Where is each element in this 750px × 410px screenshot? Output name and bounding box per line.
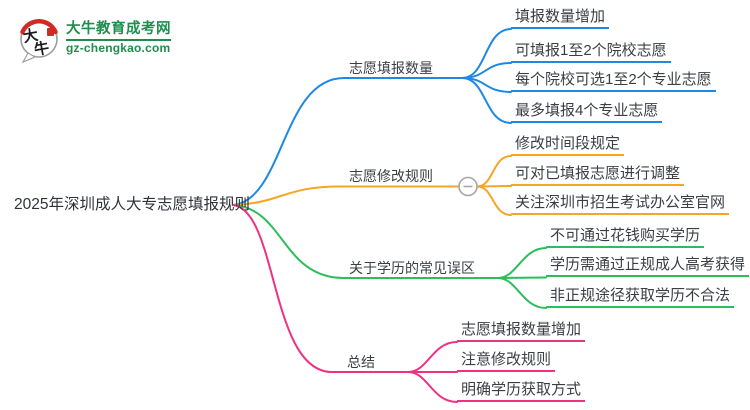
branch-label-diploma-myths[interactable]: 关于学历的常见误区 [349, 260, 475, 276]
logo-char-2: 牛 [33, 39, 51, 59]
child-node[interactable]: 修改时间段规定 [511, 135, 625, 156]
child-node[interactable]: 每个院校可选1至2个专业志愿 [511, 71, 716, 92]
branch-connector [476, 185, 512, 216]
child-node[interactable]: 可对已填报志愿进行调整 [511, 165, 685, 186]
branch-connector [232, 204, 499, 279]
branch-3-lines [232, 204, 547, 309]
child-node[interactable]: 最多填报4个专业志愿 [511, 102, 663, 123]
branch-connector [476, 155, 512, 188]
branch-label-modify-rules[interactable]: 志愿修改规则 [349, 168, 433, 184]
branch-connector [232, 204, 409, 373]
root-node[interactable]: 2025年深圳成人大专志愿填报规则 [14, 196, 250, 213]
branch-connector [476, 185, 512, 188]
branch-1-lines [232, 28, 512, 206]
branch-connector [232, 185, 459, 206]
child-node[interactable]: 可填报1至2个院校志愿 [511, 42, 671, 63]
branch-connector [461, 28, 512, 79]
branch-connector [232, 77, 463, 206]
site-logo[interactable]: 大 牛 大牛教育成考网 gz-chengkao.com [18, 18, 171, 64]
branch-connector [497, 277, 547, 309]
child-node[interactable]: 非正规途径获取学历不合法 [546, 287, 735, 308]
branch-connector [497, 247, 547, 279]
child-node[interactable]: 不可通过花钱购买学历 [546, 227, 705, 248]
logo-domain: gz-chengkao.com [66, 41, 171, 55]
branch-label-volunteer-count[interactable]: 志愿填报数量 [349, 60, 433, 76]
logo-title: 大牛教育成考网 [66, 21, 171, 37]
branch-2-lines [232, 155, 512, 216]
branch-connector [407, 371, 458, 403]
logo-bubble-icon: 大 牛 [20, 18, 58, 64]
child-node[interactable]: 志愿填报数量增加 [457, 321, 586, 342]
branch-4-lines [232, 204, 458, 403]
logo-char-1: 大 [22, 26, 40, 46]
child-node[interactable]: 学历需通过正规成人高考获得 [546, 256, 750, 277]
child-node[interactable]: 填报数量增加 [511, 8, 610, 29]
child-node[interactable]: 关注深圳市招生考试办公室官网 [511, 194, 730, 215]
logo-divider [66, 39, 171, 41]
branch-connector [461, 77, 512, 124]
collapse-button[interactable] [458, 176, 478, 197]
child-node[interactable]: 明确学历获取方式 [457, 381, 586, 402]
branch-connector [497, 276, 547, 279]
child-node[interactable]: 注意修改规则 [457, 351, 556, 372]
branch-connector [407, 341, 458, 373]
branch-label-summary[interactable]: 总结 [347, 354, 375, 370]
